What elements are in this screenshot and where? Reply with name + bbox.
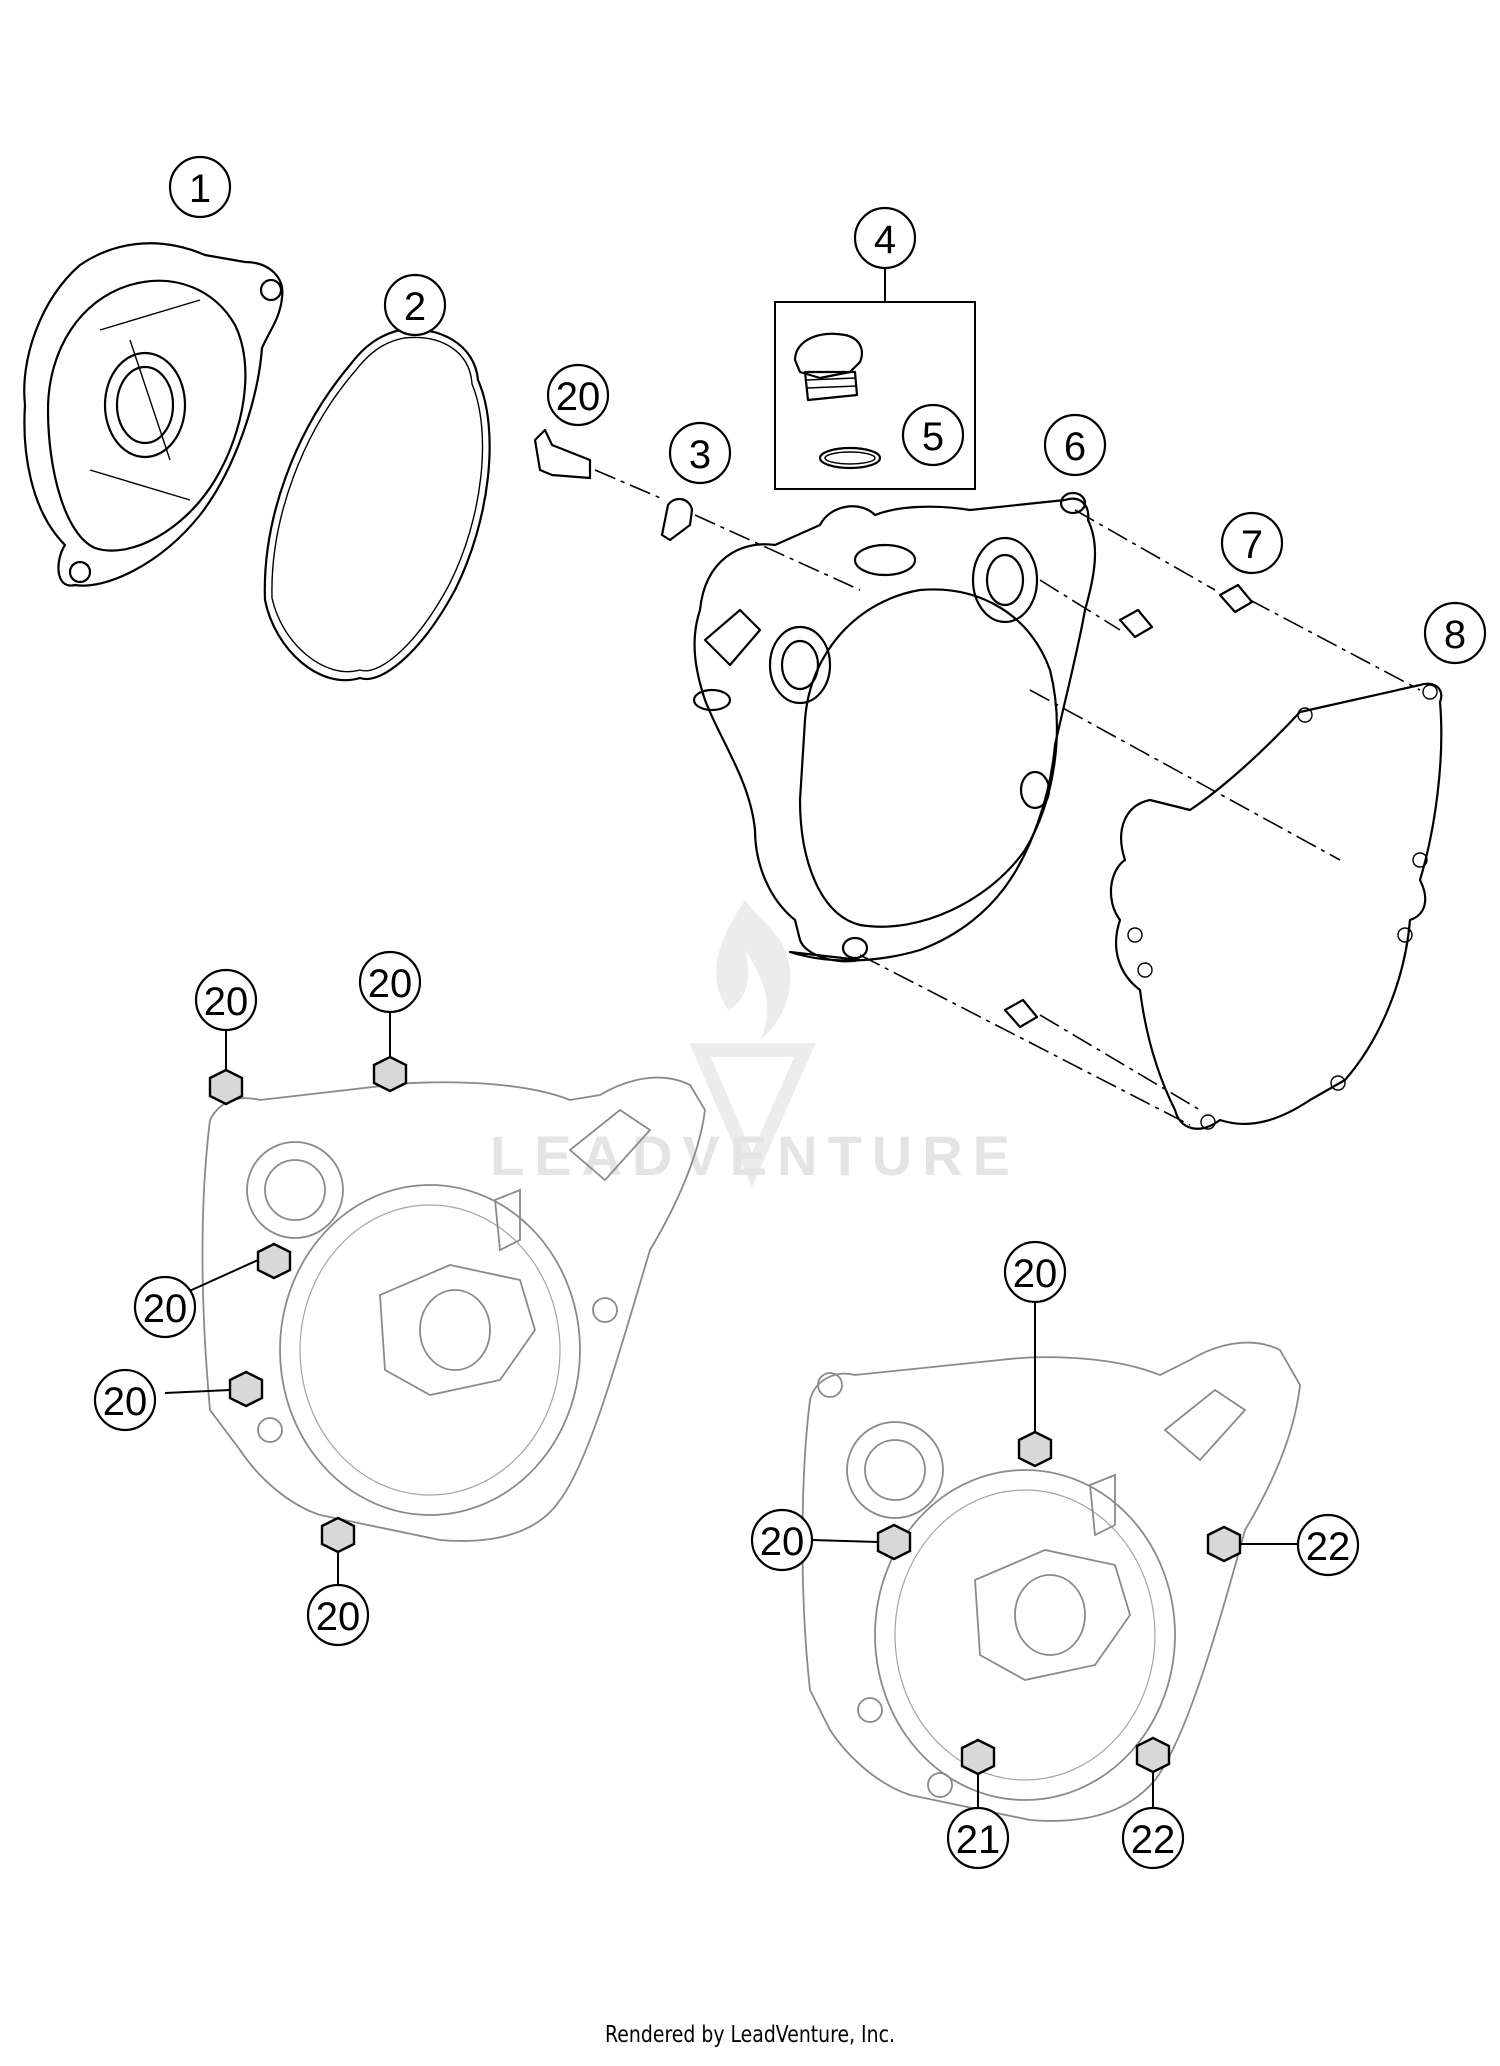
callout-2-label: 2 <box>404 285 426 329</box>
callout-8-label: 8 <box>1444 613 1466 657</box>
callout-20c-label: 20 <box>204 980 249 1024</box>
callout-20e-label: 20 <box>143 1287 188 1331</box>
part-2-cover-gasket[interactable] <box>263 328 491 682</box>
callout-20g-circle <box>306 1583 370 1647</box>
part-20-screw[interactable] <box>533 428 666 501</box>
callout-6[interactable]: 6 <box>1043 413 1107 477</box>
callout-20-left-bottom[interactable]: 20 <box>306 1583 370 1647</box>
callout-20c-circle <box>194 968 258 1032</box>
left-cover-outline <box>201 1076 706 1542</box>
callout-22a-circle <box>1296 1513 1360 1577</box>
callout-21-label: 21 <box>956 1818 1001 1862</box>
callout-20h-circle <box>1003 1240 1067 1304</box>
part-4-kit-box <box>774 268 976 490</box>
callout-1-label: 1 <box>189 167 211 211</box>
callout-20-left-top-1[interactable]: 20 <box>194 968 258 1032</box>
callout-22-bottom[interactable]: 22 <box>1121 1806 1185 1870</box>
bolt-right-2 <box>876 1523 912 1561</box>
callout-20a-circle <box>546 363 610 427</box>
callout-8-circle <box>1423 601 1487 665</box>
callout-22b-circle <box>1121 1806 1185 1870</box>
callout-6-circle <box>1043 413 1107 477</box>
callout-20h-label: 20 <box>1013 1252 1058 1296</box>
callout-20e-circle <box>133 1275 197 1339</box>
bolt-left-1 <box>208 1068 244 1106</box>
callout-2-circle <box>383 273 447 337</box>
callout-22b-label: 22 <box>1131 1818 1176 1862</box>
right-cover-port <box>846 1421 944 1519</box>
callout-3-label: 3 <box>689 433 711 477</box>
watermark: LEADVENTURE <box>490 900 1020 1188</box>
callout-20-screw[interactable]: 20 <box>546 363 610 427</box>
assembled-view-left <box>164 1012 706 1585</box>
bolt-right-1 <box>1017 1430 1053 1468</box>
part-7-dowel-pins[interactable] <box>1003 583 1421 1111</box>
callout-7-label: 7 <box>1241 523 1263 567</box>
right-cover-outline <box>801 1341 1301 1822</box>
callout-5-circle <box>901 403 965 467</box>
leader-20f <box>164 1389 231 1394</box>
part-8-cover-gasket[interactable] <box>1109 682 1443 1130</box>
callout-22a-label: 22 <box>1306 1525 1351 1569</box>
part-3-clip[interactable] <box>660 497 861 591</box>
callout-1[interactable]: 1 <box>168 155 232 219</box>
leader-20e <box>184 1259 259 1294</box>
bolt-left-3 <box>256 1242 292 1280</box>
bolt-right-3 <box>1206 1525 1242 1563</box>
callout-4-circle <box>853 206 917 270</box>
callout-1-circle <box>168 155 232 219</box>
callout-20b-circle <box>750 1508 814 1572</box>
callout-22-right[interactable]: 22 <box>1296 1513 1360 1577</box>
part-4-oil-plug[interactable] <box>793 332 863 402</box>
callout-6-label: 6 <box>1064 425 1086 469</box>
v-logo-icon <box>689 1043 816 1188</box>
callout-20-left-top-2[interactable]: 20 <box>358 950 422 1014</box>
callout-20g-label: 20 <box>316 1595 361 1639</box>
part-5-o-ring[interactable] <box>818 446 882 470</box>
callout-2[interactable]: 2 <box>383 273 447 337</box>
callout-4[interactable]: 4 <box>853 206 917 270</box>
callout-20-left-mid[interactable]: 20 <box>133 1275 197 1339</box>
callout-8[interactable]: 8 <box>1423 601 1487 665</box>
callout-20-right-left[interactable]: 20 <box>750 1508 814 1572</box>
flame-logo-icon <box>716 900 791 1040</box>
watermark-brand: LEADVENTURE <box>490 1124 1020 1187</box>
assembled-view-right <box>801 1302 1301 1822</box>
part-1-ignition-cover[interactable] <box>23 242 284 587</box>
leader-20-right <box>811 1539 879 1543</box>
bolt-right-5 <box>1135 1736 1171 1774</box>
footer-credit: Rendered by LeadVenture, Inc. <box>605 2022 895 2048</box>
left-cover-dome <box>279 1184 581 1516</box>
callout-20-left-low[interactable]: 20 <box>93 1368 157 1432</box>
callout-5[interactable]: 5 <box>901 403 965 467</box>
callout-21-circle <box>946 1806 1010 1870</box>
callout-20-right-top[interactable]: 20 <box>1003 1240 1067 1304</box>
bolt-left-4 <box>228 1370 264 1408</box>
callout-7[interactable]: 7 <box>1220 511 1284 575</box>
callout-21[interactable]: 21 <box>946 1806 1010 1870</box>
callout-20d-label: 20 <box>368 962 413 1006</box>
callout-20f-circle <box>93 1368 157 1432</box>
callout-3[interactable]: 3 <box>668 421 732 485</box>
callout-5-label: 5 <box>922 415 944 459</box>
callout-7-circle <box>1220 511 1284 575</box>
bolt-left-2 <box>372 1055 408 1093</box>
callout-20f-label: 20 <box>103 1380 148 1424</box>
callout-20d-circle <box>358 950 422 1014</box>
left-cover-port <box>246 1141 344 1239</box>
callout-20a-label: 20 <box>556 375 601 419</box>
callout-3-circle <box>668 421 732 485</box>
kit-box-frame <box>774 301 976 490</box>
callout-4-label: 4 <box>874 218 896 262</box>
bolt-right-4 <box>960 1738 996 1776</box>
callout-20b-label: 20 <box>760 1520 805 1564</box>
bolt-left-5 <box>320 1516 356 1554</box>
right-cover-dome <box>874 1469 1176 1801</box>
part-6-clutch-cover[interactable] <box>692 491 1341 1126</box>
